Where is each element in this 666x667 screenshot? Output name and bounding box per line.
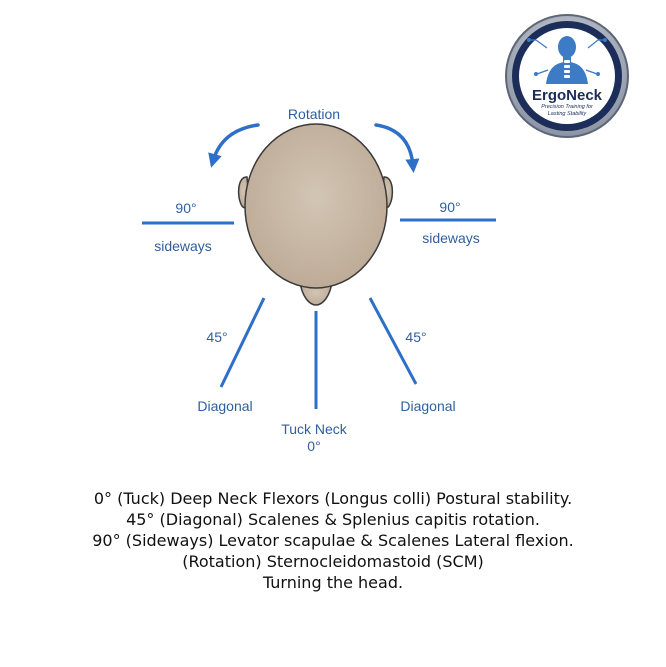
ergoneck-logo: ErgoNeck Precision Training for Lasting … [505,14,629,138]
sideways-left-label: sideways [154,238,212,254]
tuck-neck-label: Tuck Neck [281,421,348,437]
diagonal-right-degree-label: 45° [405,329,426,345]
head-top-view [237,123,394,306]
logo-title: ErgoNeck [532,87,603,104]
diagonal-right-line [368,297,418,385]
muscle-caption: 0° (Tuck) Deep Neck Flexors (Longus coll… [0,488,666,593]
caption-line-sideways: 90° (Sideways) Levator scapulae & Scalen… [92,531,574,550]
head-shape [244,123,388,289]
tuck-degree-label: 0° [307,438,320,454]
sideways-left-degree-label: 90° [175,200,196,216]
diagonal-right-label: Diagonal [400,398,455,414]
caption-line-diagonal: 45° (Diagonal) Scalenes & Splenius capit… [126,510,540,529]
spine-figure-icon [527,36,607,84]
rotation-left-arrow [208,123,260,168]
logo-tagline-2: Lasting Stability [548,111,588,117]
logo-tagline-1: Precision Training for [541,104,594,110]
caption-line-tuck: 0° (Tuck) Deep Neck Flexors (Longus coll… [93,489,573,508]
caption-line-turning: Turning the head. [262,573,404,592]
rotation-label: Rotation [288,106,340,122]
diagonal-left-label: Diagonal [197,398,252,414]
sideways-right-degree-label: 90° [439,199,460,215]
caption-line-rotation: (Rotation) Sternocleidomastoid (SCM) [182,552,484,571]
diagonal-left-degree-label: 45° [206,329,227,345]
rotation-right-arrow [374,123,420,173]
sideways-right-label: sideways [422,230,480,246]
diagonal-left-line [219,297,266,388]
